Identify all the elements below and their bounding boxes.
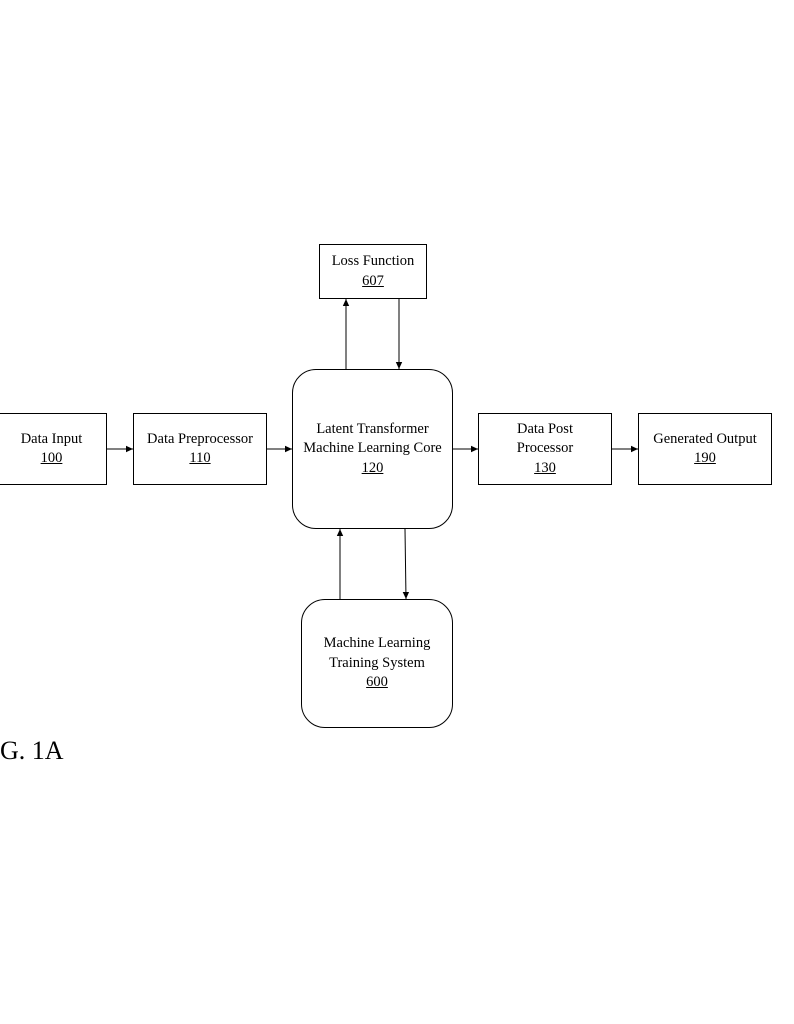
data-input-box: Data Input 100: [0, 413, 107, 485]
generated-output-box: Generated Output 190: [638, 413, 772, 485]
generated-output-ref: 190: [694, 450, 716, 466]
training-system-ref: 600: [366, 674, 388, 691]
figure-label: G. 1A: [0, 736, 64, 765]
ml-core-ref: 120: [361, 459, 384, 476]
ml-core-label-line-1: Latent Transformer: [316, 420, 429, 437]
arrow-core-to-training-system: [402, 528, 410, 600]
training-system-label-line-2: Training System: [329, 654, 425, 671]
training-system-label-line-1: Machine Learning: [323, 635, 431, 652]
loss-function-label: Loss Function: [331, 253, 415, 269]
data-preprocessor-ref: 110: [189, 450, 211, 466]
data-preprocessor-box: Data Preprocessor 110: [133, 413, 267, 485]
data-post-processor-label-line-1: Data Post: [517, 420, 573, 437]
data-input-label: Data Input: [20, 430, 83, 447]
training-system-box: Machine Learning Training System 600: [301, 599, 453, 728]
ml-core-box: Latent Transformer Machine Learning Core…: [292, 369, 453, 529]
ml-core-label-line-2: Machine Learning Core: [303, 440, 442, 457]
loss-function-ref: 607: [362, 272, 384, 289]
data-post-processor-label-line-2: Processor: [516, 440, 574, 457]
data-post-processor-box: Data Post Processor 130: [478, 413, 612, 485]
loss-function-box: Loss Function 607: [319, 244, 427, 299]
data-preprocessor-label: Data Preprocessor: [147, 430, 253, 447]
data-post-processor-ref: 130: [534, 459, 556, 476]
generated-output-label: Generated Output: [653, 430, 757, 447]
data-input-ref: 100: [40, 450, 63, 466]
